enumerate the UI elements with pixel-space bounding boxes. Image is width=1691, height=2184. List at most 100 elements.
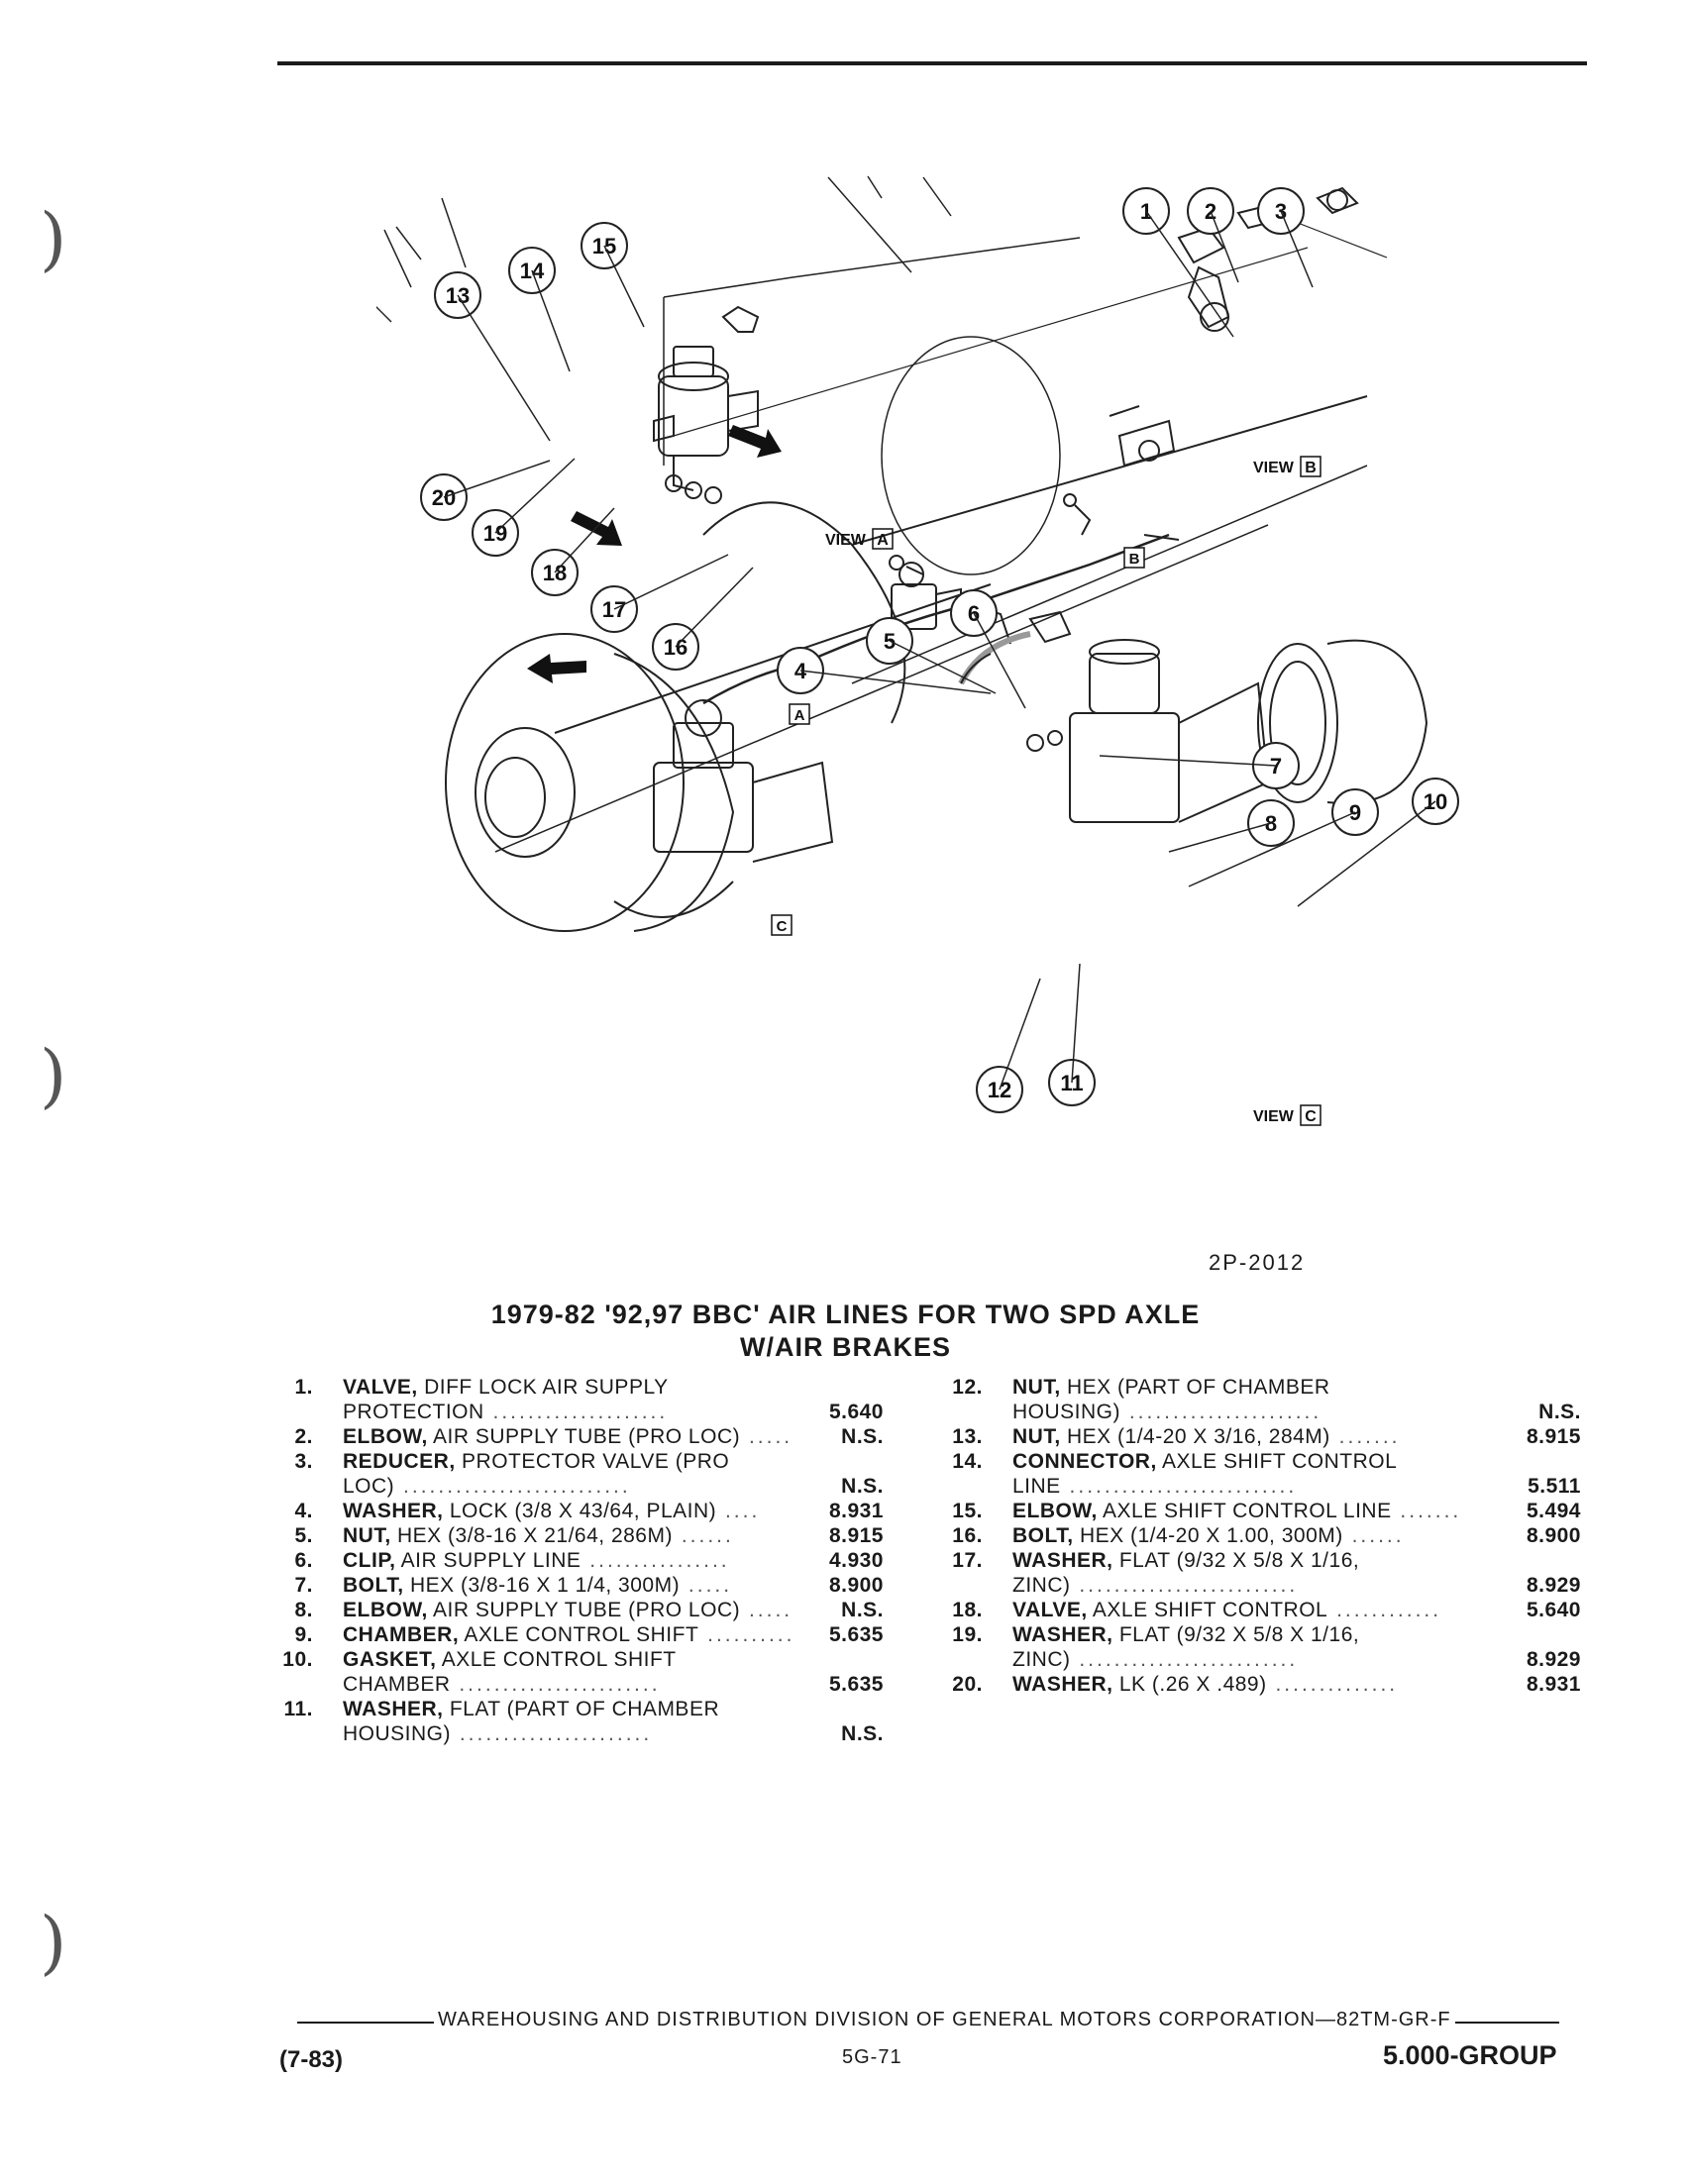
part-description: WASHER, FLAT (9/32 X 5/8 X 1/16, — [1012, 1623, 1360, 1646]
leader-line — [603, 245, 645, 328]
part-description: NUT, HEX (3/8-16 X 21/64, 286M) ...... — [343, 1524, 734, 1547]
part-number: 2. — [294, 1425, 313, 1448]
part-group-ref: N.S. — [841, 1722, 884, 1745]
part-row: 15.ELBOW, AXLE SHIFT CONTROL LINE ......… — [947, 1499, 1581, 1523]
part-row-continued: HOUSING) ......................N.S. — [947, 1400, 1581, 1424]
part-description-continued: ZINC) ......................... — [1012, 1648, 1299, 1671]
leader-line — [973, 612, 1026, 709]
binder-hole-mark: ) — [40, 1035, 67, 1116]
view-letter: B — [1305, 460, 1317, 476]
part-description-continued: HOUSING) ...................... — [343, 1722, 653, 1745]
part-description: WASHER, LOCK (3/8 X 43/64, PLAIN) .... — [343, 1500, 761, 1522]
part-row: 19.WASHER, FLAT (9/32 X 5/8 X 1/16, — [947, 1622, 1581, 1647]
arrow-letter: A — [794, 707, 805, 724]
part-group-ref: 8.900 — [1526, 1524, 1581, 1547]
leader-line — [1210, 210, 1239, 283]
part-name: VALVE, — [343, 1376, 418, 1399]
part-row: 4.WASHER, LOCK (3/8 X 43/64, PLAIN) ....… — [277, 1499, 911, 1523]
part-name: ELBOW, — [343, 1425, 428, 1448]
part-description: REDUCER, PROTECTOR VALVE (PRO — [343, 1450, 730, 1473]
leader-line — [613, 554, 729, 610]
leader-line — [1280, 210, 1314, 288]
part-description-continued: PROTECTION .................... — [343, 1401, 669, 1423]
leader-dots: ..... — [740, 1599, 793, 1621]
part-description: BOLT, HEX (1/4-20 X 1.00, 300M) ...... — [1012, 1524, 1405, 1547]
part-group-ref: 4.930 — [828, 1549, 884, 1572]
leader-line — [554, 507, 615, 573]
view-letter: C — [1305, 1108, 1317, 1125]
leader-line — [457, 294, 551, 442]
part-row: 17. WASHER, FLAT (9/32 X 5/8 X 1/16, — [947, 1548, 1581, 1573]
leader-dots: ................ — [581, 1549, 730, 1572]
part-row: 6.CLIP, AIR SUPPLY LINE ................… — [277, 1548, 911, 1573]
part-group-ref: 5.635 — [828, 1623, 884, 1646]
part-description-continued: CHAMBER ....................... — [343, 1673, 661, 1696]
part-description-continued: ZINC) ......................... — [1012, 1574, 1299, 1597]
leader-dots: ...................... — [1120, 1401, 1322, 1423]
footer-date: (7-83) — [279, 2046, 344, 2073]
part-row: 8.ELBOW, AIR SUPPLY TUBE (PRO LOC) .....… — [277, 1598, 911, 1622]
part-description: NUT, HEX (PART OF CHAMBER — [1012, 1376, 1330, 1399]
part-number: 12. — [952, 1376, 983, 1399]
view-text: VIEW — [1253, 1108, 1295, 1125]
part-group-ref: 8.931 — [828, 1500, 884, 1522]
view-letter: A — [877, 532, 889, 549]
part-number: 17. — [952, 1549, 983, 1572]
leader-dots: .......................... — [394, 1475, 631, 1498]
part-number: 18. — [952, 1599, 983, 1621]
part-row: 14.CONNECTOR, AXLE SHIFT CONTROL — [947, 1449, 1581, 1474]
part-name: WASHER, — [343, 1698, 444, 1720]
part-description: CHAMBER, AXLE CONTROL SHIFT .......... — [343, 1623, 795, 1646]
part-description: VALVE, DIFF LOCK AIR SUPPLY — [343, 1376, 669, 1399]
part-group-ref: 8.929 — [1526, 1574, 1581, 1597]
part-name: NUT, — [1012, 1376, 1061, 1399]
part-name: ELBOW, — [343, 1599, 428, 1621]
part-name: NUT, — [343, 1524, 391, 1547]
part-number: 9. — [294, 1623, 313, 1646]
part-number: 8. — [294, 1599, 313, 1621]
leader-line — [1071, 963, 1081, 1084]
callout-number: 11 — [1060, 1071, 1083, 1095]
part-row-continued: LOC) ..........................N.S. — [277, 1474, 911, 1499]
arrow-letter-box — [789, 703, 810, 725]
view-letter-box — [1300, 456, 1321, 477]
part-name: REDUCER, — [343, 1450, 456, 1473]
leader-dots: ....................... — [450, 1673, 661, 1696]
part-name: VALVE, — [1012, 1599, 1088, 1621]
part-description: WASHER, LK (.26 X .489) .............. — [1012, 1673, 1399, 1696]
part-number: 20. — [952, 1673, 983, 1696]
part-number: 15. — [952, 1500, 983, 1522]
figure-code: 2P-2012 — [1209, 1250, 1306, 1275]
arrow-b-icon — [728, 425, 782, 458]
part-group-ref: 5.640 — [828, 1401, 884, 1423]
callout-number: 7 — [1270, 754, 1282, 779]
arrow-letter: C — [777, 918, 788, 935]
part-description: NUT, HEX (1/4-20 X 3/16, 284M) ....... — [1012, 1425, 1401, 1448]
part-row-continued: LINE ..........................5.511 — [947, 1474, 1581, 1499]
leader-dots: .... — [716, 1500, 761, 1522]
top-rule — [277, 61, 1587, 65]
leader-dots: ...... — [672, 1524, 734, 1547]
leader-dots: ..... — [740, 1425, 793, 1448]
part-group-ref: 8.900 — [828, 1574, 884, 1597]
part-group-ref: 5.511 — [1528, 1475, 1581, 1498]
part-number: 14. — [952, 1450, 983, 1473]
leader-line — [1145, 210, 1234, 338]
part-number: 13. — [952, 1425, 983, 1448]
leader-line — [889, 640, 997, 694]
leader-line — [1099, 755, 1277, 767]
view-text: VIEW — [1253, 460, 1295, 476]
part-number: 6. — [294, 1549, 313, 1572]
part-number: 5. — [294, 1524, 313, 1547]
part-row: 2.ELBOW, AIR SUPPLY TUBE (PRO LOC) .....… — [277, 1424, 911, 1449]
part-row-continued: ZINC) ......................... 8.929 — [947, 1573, 1581, 1598]
leader-dots: .......................... — [1060, 1475, 1298, 1498]
part-name: CLIP, — [343, 1549, 396, 1572]
part-group-ref: 8.929 — [1526, 1648, 1581, 1671]
part-row: 16.BOLT, HEX (1/4-20 X 1.00, 300M) .....… — [947, 1523, 1581, 1548]
leader-dots: .......... — [698, 1623, 795, 1646]
part-description: WASHER, FLAT (9/32 X 5/8 X 1/16, — [1012, 1549, 1360, 1572]
part-group-ref: N.S. — [1538, 1401, 1581, 1423]
arrow-label-b: B — [1123, 547, 1145, 569]
